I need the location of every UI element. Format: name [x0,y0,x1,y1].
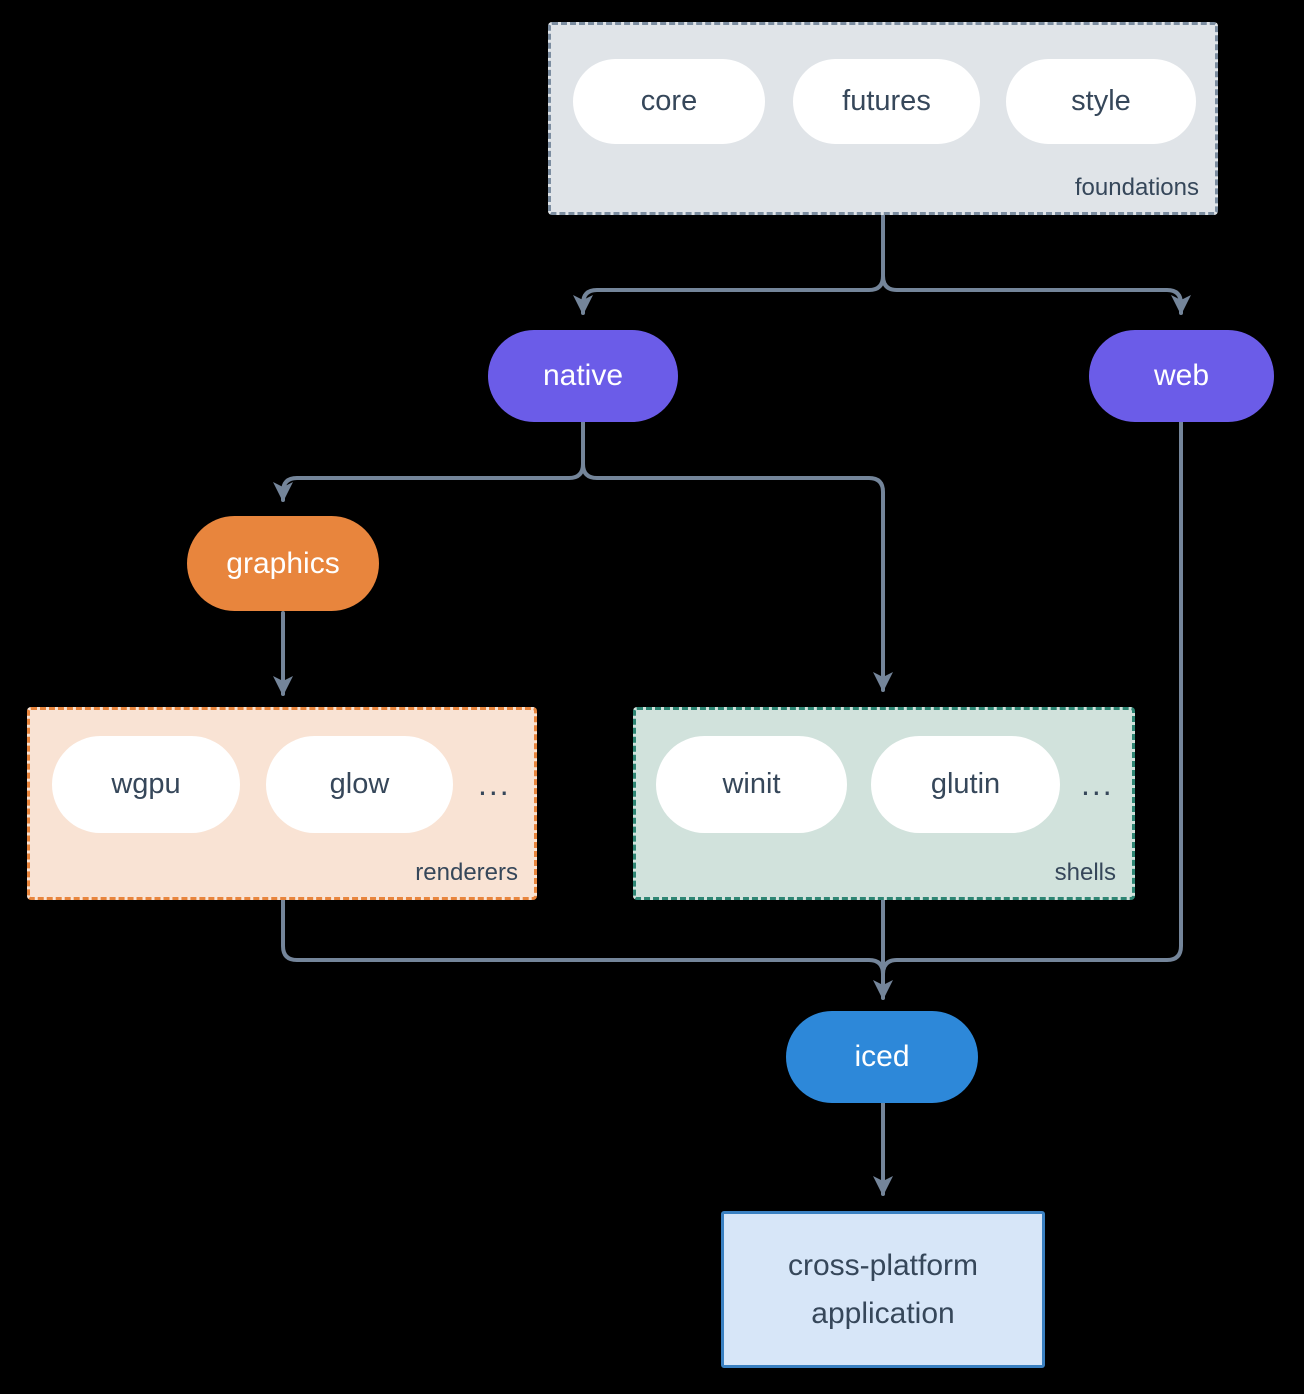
shells-group-label: shells [1054,859,1116,886]
edge-native-shells [581,462,893,692]
foundations-group-label: foundations [1074,174,1199,201]
node-application: cross-platform application [721,1211,1045,1368]
shells-ellipsis: ... [1081,766,1114,802]
node-web-label: web [1153,359,1210,392]
node-glow: glow [266,736,453,833]
node-winit: winit [656,736,847,833]
node-style-label: style [1071,85,1131,117]
node-iced-label: iced [854,1040,910,1073]
node-iced: iced [786,1011,978,1103]
renderers-group: wgpu glow ... renderers [27,707,537,900]
edge-foundations-web [881,274,1191,315]
edge-renderers-merge [281,898,885,976]
node-graphics-label: graphics [226,546,340,580]
node-glutin-label: glutin [930,768,1001,800]
node-core-label: core [640,85,698,117]
renderers-group-label: renderers [415,859,518,886]
node-wgpu-label: wgpu [111,768,181,800]
node-native: native [488,330,678,422]
node-graphics: graphics [187,516,379,611]
edge-foundations-native [573,274,885,315]
edge-native-graphics [273,462,585,502]
node-style: style [1006,59,1196,144]
shells-group: winit glutin ... shells [633,707,1135,900]
node-glow-label: glow [329,768,390,800]
node-glutin: glutin [871,736,1060,833]
node-native-label: native [542,359,624,392]
node-core: core [573,59,765,144]
node-futures-label: futures [842,85,931,117]
node-futures: futures [793,59,980,144]
foundations-group: core futures style foundations [548,22,1218,215]
node-application-label: cross-platform application [787,1248,979,1330]
node-web: web [1089,330,1274,422]
renderers-ellipsis: ... [478,766,511,802]
node-wgpu: wgpu [52,736,240,833]
node-winit-label: winit [722,768,781,800]
